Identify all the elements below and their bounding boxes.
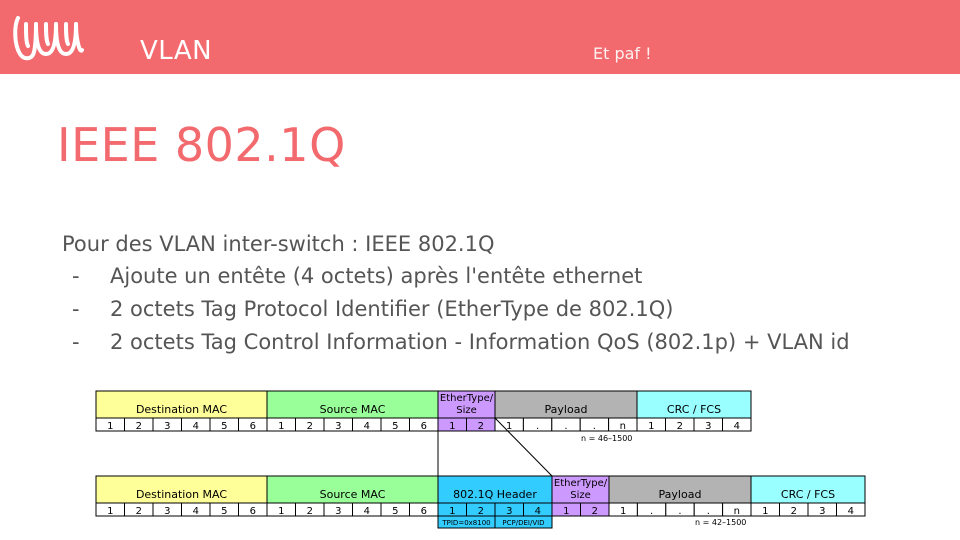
octet-number: 6 bbox=[421, 506, 427, 517]
octet-cell bbox=[722, 417, 752, 432]
octet-number: 5 bbox=[221, 421, 227, 432]
tci-label: PCP/DEI/VID bbox=[502, 519, 544, 527]
field-label: EtherType/ bbox=[554, 478, 608, 489]
octet-number: n bbox=[734, 506, 740, 517]
octet-number: 1 bbox=[278, 421, 284, 432]
octet-number: 2 bbox=[677, 421, 683, 432]
field-crc bbox=[750, 475, 866, 504]
field-label: 802.1Q Header bbox=[453, 488, 537, 501]
field-label: CRC / FCS bbox=[667, 403, 721, 416]
bullet-dash: - bbox=[72, 297, 80, 321]
field-label: Source MAC bbox=[320, 488, 386, 501]
field-payload bbox=[608, 475, 752, 504]
octet-number: 1 bbox=[506, 421, 512, 432]
octet-number: 1 bbox=[762, 506, 768, 517]
octet-number: 5 bbox=[392, 506, 398, 517]
bullet-text: Ajoute un entête (4 octets) après l'entê… bbox=[110, 264, 643, 288]
field-label: Destination MAC bbox=[136, 488, 227, 501]
field-label: Payload bbox=[659, 488, 702, 501]
field-source-mac bbox=[266, 475, 439, 504]
octet-number: 6 bbox=[250, 506, 256, 517]
octet-cell bbox=[836, 502, 866, 517]
octet-number: 6 bbox=[421, 421, 427, 432]
octet-number: 2 bbox=[791, 506, 797, 517]
bullet-dash: - bbox=[72, 330, 80, 354]
field-label: Destination MAC bbox=[136, 403, 227, 416]
octet-number: 3 bbox=[335, 421, 341, 432]
octet-number: 3 bbox=[819, 506, 825, 517]
octet-row: 1 2 3 4 5 6 1 2 3 4 5 6 1 2 bbox=[95, 417, 752, 432]
bullet-item: - 2 octets Tag Control Information - Inf… bbox=[62, 326, 850, 359]
octet-number: 2 bbox=[478, 506, 484, 517]
octet-number: 3 bbox=[164, 506, 170, 517]
field-source-mac bbox=[266, 390, 439, 419]
bullet-text: 2 octets Tag Protocol Identifier (EtherT… bbox=[110, 297, 674, 321]
bullet-lead: Pour des VLAN inter-switch : IEEE 802.1Q bbox=[62, 232, 495, 256]
frame-ethernet: Destination MAC Source MAC EtherType/ Si… bbox=[95, 390, 752, 443]
vlan-frame-diagram: Destination MAC Source MAC EtherType/ Si… bbox=[95, 390, 866, 529]
octet-number: 2 bbox=[592, 506, 598, 517]
octet-number: 2 bbox=[136, 421, 142, 432]
header-tagline: Et paf ! bbox=[593, 44, 652, 63]
header-bar: VLAN Et paf ! bbox=[0, 0, 960, 74]
octet-number: 4 bbox=[193, 421, 199, 432]
bullet-dash: - bbox=[72, 264, 80, 288]
field-label: Size bbox=[570, 490, 591, 501]
octet-number: 1 bbox=[648, 421, 654, 432]
octet-number: 1 bbox=[620, 506, 626, 517]
octet-row: 1 2 3 4 5 6 1 2 3 4 5 6 1 2 bbox=[95, 502, 866, 517]
waves-logo-icon bbox=[13, 16, 84, 61]
octet-number: 6 bbox=[250, 421, 256, 432]
octet-number: 4 bbox=[193, 506, 199, 517]
octet-number: . bbox=[564, 421, 567, 432]
bullet-item: - Ajoute un entête (4 octets) après l'en… bbox=[62, 260, 642, 293]
bullet-list: Pour des VLAN inter-switch : IEEE 802.1Q… bbox=[62, 228, 850, 359]
octet-number: 5 bbox=[392, 421, 398, 432]
payload-size-note: n = 46–1500 bbox=[581, 434, 632, 443]
octet-number: 3 bbox=[164, 421, 170, 432]
octet-number: 5 bbox=[221, 506, 227, 517]
octet-number: . bbox=[536, 421, 539, 432]
payload-size-note: n = 42–1500 bbox=[695, 518, 746, 527]
field-label: Size bbox=[456, 405, 477, 416]
tci-subfield bbox=[494, 515, 553, 529]
octet-number: 2 bbox=[136, 506, 142, 517]
tpid-label: TPID=0x8100 bbox=[441, 519, 490, 527]
octet-number: 4 bbox=[848, 506, 854, 517]
frame-8021q: Destination MAC Source MAC 802.1Q Header… bbox=[95, 475, 866, 529]
octet-number: 3 bbox=[705, 421, 711, 432]
octet-number: n bbox=[620, 421, 626, 432]
octet-number: . bbox=[650, 506, 653, 517]
octet-number: 1 bbox=[563, 506, 569, 517]
bullet-text: 2 octets Tag Control Information - Infor… bbox=[110, 330, 850, 354]
slide-title: IEEE 802.1Q bbox=[57, 118, 346, 172]
octet-number: 1 bbox=[449, 506, 455, 517]
octet-number: 2 bbox=[307, 421, 313, 432]
field-label: Source MAC bbox=[320, 403, 386, 416]
field-8021q-header bbox=[437, 475, 553, 504]
field-destination-mac bbox=[95, 390, 268, 419]
octet-number: 4 bbox=[364, 506, 370, 517]
field-destination-mac bbox=[95, 475, 268, 504]
octet-number: 2 bbox=[478, 421, 484, 432]
octet-number: . bbox=[593, 421, 596, 432]
field-label: CRC / FCS bbox=[781, 488, 835, 501]
insertion-line-right bbox=[494, 417, 553, 477]
octet-number: . bbox=[707, 506, 710, 517]
section-title: VLAN bbox=[140, 36, 213, 66]
octet-number: . bbox=[678, 506, 681, 517]
octet-number: 4 bbox=[734, 421, 740, 432]
field-label: Payload bbox=[545, 403, 588, 416]
bullet-item: - 2 octets Tag Protocol Identifier (Ethe… bbox=[62, 293, 673, 326]
octet-number: 1 bbox=[278, 506, 284, 517]
octet-number: 4 bbox=[535, 506, 541, 517]
octet-number: 1 bbox=[107, 506, 113, 517]
field-label: EtherType/ bbox=[440, 393, 494, 404]
octet-number: 3 bbox=[506, 506, 512, 517]
octet-number: 3 bbox=[335, 506, 341, 517]
octet-number: 1 bbox=[449, 421, 455, 432]
octet-number: 2 bbox=[307, 506, 313, 517]
octet-number: 4 bbox=[364, 421, 370, 432]
octet-number: 1 bbox=[107, 421, 113, 432]
